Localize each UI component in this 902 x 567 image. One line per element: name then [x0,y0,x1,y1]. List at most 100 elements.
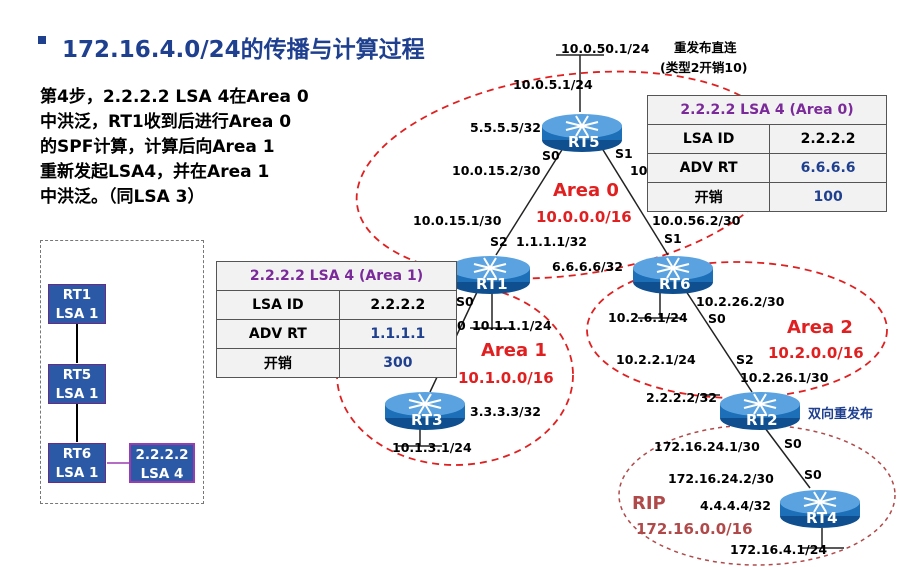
link-rt5-rt6 [599,144,669,256]
redistribute-note: 重发布直连 [674,40,737,55]
lsa-field-name: ADV RT [216,319,340,349]
interface-label: S0 [708,311,726,326]
step-line: 重新发起LSA4，并在Area 1 [40,162,270,182]
step-line: 的SPF计算，计算后向Area 1 [40,137,275,157]
area0-network: 10.0.0.0/16 [536,208,632,226]
router-rt6-label: RT6 [659,275,691,293]
router-rt1-label: RT1 [476,275,508,293]
bidirectional-redistribution-note: 双向重发布 [808,406,873,422]
area0-name: Area 0 [553,180,619,201]
router-arrows-icon [473,257,507,279]
addr-label: 10.0.56.2/30 [652,213,741,228]
tree-node-rt5: RT5 LSA 1 [48,364,106,404]
router-rt1[interactable]: RT1 [450,256,530,294]
addr-label: 10.0.15.1/30 [413,213,502,228]
node-router: RT1 [62,287,92,303]
lsa-field-value: 6.6.6.6 [769,153,887,183]
router-arrows-icon [803,491,837,513]
rip-boundary [618,424,896,566]
router-id-label: 1.1.1.1/32 [516,234,587,249]
tree-node-rt6: RT6 LSA 1 [48,443,106,483]
lsa-table-header: 2.2.2.2 LSA 4 (Area 0) [647,95,887,125]
router-rt2-label: RT2 [746,411,778,429]
lsa-table-header: 2.2.2.2 LSA 4 (Area 1) [216,261,457,291]
router-arrows-icon [565,115,599,137]
tree-node-lsa4: 2.2.2.2 LSA 4 [129,443,195,483]
interface-label: S2 [736,352,754,367]
addr-label: 10.0.5.1/24 [513,77,593,92]
step-line: 中洪泛，RT1收到后进行Area 0 [40,112,292,132]
router-rt3-label: RT3 [411,411,443,429]
lsa-field-value: 1.1.1.1 [338,319,458,349]
step-description: 第4步，2.2.2.2 LSA 4在Area 0 中洪泛，RT1收到后进行Are… [40,85,370,210]
redistribute-note: (类型2开销10) [660,60,748,75]
lsa-field-value: 2.2.2.2 [338,290,458,320]
addr-label: 10.2.6.1/24 [608,310,688,325]
lsa-field-name: 开销 [646,182,771,212]
addr-label: 172.16.24.2/30 [668,471,774,486]
addr-label: 10.2.26.1/30 [740,370,829,385]
interface-label: S0 [542,148,560,163]
area2-network: 10.2.0.0/16 [768,344,864,362]
lsa-field-name: ADV RT [646,153,771,183]
addr-label-fragment: 0 [457,318,466,333]
node-router: RT5 [62,367,92,383]
router-rt5-label: RT5 [568,133,600,151]
addr-label: 10.1.1.1/24 [472,318,552,333]
interface-label: S2 [490,234,508,249]
link-rt5-rt1 [495,144,566,256]
router-id-label: 3.3.3.3/32 [470,404,541,419]
link-rt6-rt2 [681,284,753,393]
link-rt2-rt4 [764,427,811,489]
node-lsa-type: LSA 1 [55,306,99,322]
addr-label: 10.0.15.2/30 [452,163,541,178]
step-line: 第4步，2.2.2.2 LSA 4在Area 0 [40,87,309,107]
interface-label: S0 [804,467,822,482]
interface-label: S0 [784,436,802,451]
router-id-label: 6.6.6.6/32 [552,259,623,274]
addr-label: 10.2.26.2/30 [696,294,785,309]
router-id-label: 2.2.2.2/32 [646,390,717,405]
addr-label: 10.2.2.1/24 [616,352,696,367]
step-line: 中洪泛。（同LSA 3） [40,187,205,207]
router-arrows-icon [656,257,690,279]
router-id-label: 5.5.5.5/32 [470,120,541,135]
rip-network: 172.16.0.0/16 [636,520,753,538]
interface-label: S1 [615,146,633,161]
spf-tree-lines [76,324,129,464]
tree-node-rt1: RT1 LSA 1 [48,284,106,324]
router-rt6[interactable]: RT6 [633,256,713,294]
rip-name: RIP [632,493,666,514]
router-arrows-icon [743,393,777,415]
interface-label: S0 [456,294,474,309]
router-rt4[interactable]: RT4 [780,490,860,528]
addr-label: 172.16.4.1/24 [730,542,827,557]
node-router: RT6 [62,446,92,462]
addr-label-fragment: 10. [630,163,652,178]
addr-label: 10.1.3.1/24 [392,440,472,455]
title-bullet [38,36,46,44]
page-title: 172.16.4.0/24的传播与计算过程 [62,37,425,63]
node-lsa-type: LSA 4 [140,466,184,482]
router-rt3[interactable]: RT3 [385,392,465,430]
addr-label: 172.16.24.1/30 [654,439,760,454]
area2-name: Area 2 [787,317,853,338]
lsa-field-value: 300 [338,348,458,378]
area1-network: 10.1.0.0/16 [458,369,554,387]
lsa-field-value: 2.2.2.2 [769,124,887,154]
lsa-field-name: 开销 [216,348,340,378]
router-rt5[interactable]: RT5 [542,114,622,152]
router-rt4-label: RT4 [806,509,838,527]
lsa-field-name: LSA ID [216,290,340,320]
router-rt2[interactable]: RT2 [720,392,800,430]
interface-label: S1 [664,231,682,246]
node-lsa-type: LSA 1 [55,465,99,481]
addr-label: 10.0.50.1/24 [561,41,650,56]
lsa-field-name: LSA ID [646,124,771,154]
area1-name: Area 1 [481,340,547,361]
spf-tree: RT1 LSA 1 RT5 LSA 1 RT6 LSA 1 2.2.2.2 LS… [40,240,204,504]
lsa-field-value: 100 [769,182,887,212]
node-lsa-type: LSA 1 [55,386,99,402]
